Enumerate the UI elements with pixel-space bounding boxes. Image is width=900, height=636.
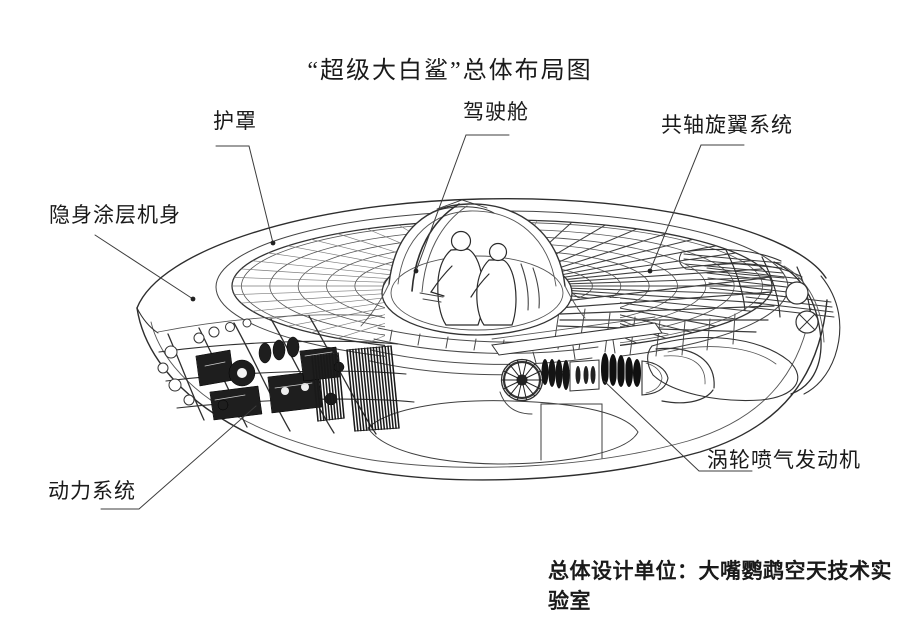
leader-power-system (100, 405, 257, 510)
label-coaxial-rotor-system: 共轴旋翼系统 (661, 113, 793, 137)
endplate-circle (785, 281, 809, 305)
label-power-system: 动力系统 (48, 479, 136, 503)
design-unit-credit: 总体设计单位：大嘴鹦鹉空天技术实验室 (548, 559, 892, 613)
diagram-title: “超级大白鲨”总体布局图 (307, 58, 593, 84)
cockpit-dome (360, 199, 586, 336)
tail-fairing (647, 337, 799, 402)
porthole-circles (157, 318, 252, 406)
compressor-stages (541, 359, 570, 390)
label-shroud: 护罩 (213, 109, 257, 133)
console-lines (419, 292, 444, 303)
fan-hub (516, 374, 528, 386)
machinery-blocks (195, 336, 345, 421)
leader-turbojet (603, 380, 753, 472)
canopy-frame-strut (411, 203, 460, 292)
pilot-figures (430, 230, 517, 326)
gear-hub (237, 368, 247, 378)
turbine-stages (601, 353, 641, 387)
fan-blades (501, 360, 543, 400)
engine-mount-rail (491, 322, 663, 356)
exhaust-cone (641, 360, 669, 396)
leader-lines (94, 134, 753, 510)
rotor-blade-lines (555, 277, 775, 333)
pilot1-head (450, 230, 472, 252)
pilot2-head (488, 242, 508, 262)
machinery-highlights (204, 351, 333, 401)
power-system-cutaway (157, 314, 415, 435)
label-cockpit: 驾驶舱 (463, 100, 529, 124)
label-turbojet-engine: 涡轮喷气发动机 (707, 448, 861, 472)
leader-coaxial-rotor (649, 144, 745, 272)
leader-shroud (215, 145, 274, 244)
label-stealth-coating-fuselage: 隐身涂层机身 (49, 203, 181, 227)
exhaust-cowl (655, 347, 715, 389)
seat-back (520, 263, 529, 311)
turbojet-engine (491, 316, 715, 415)
leader-cockpit (415, 134, 510, 272)
leader-stealth-fuselage (94, 234, 194, 300)
radiator-hatch-lines (311, 345, 400, 432)
tail-structures (647, 248, 841, 402)
